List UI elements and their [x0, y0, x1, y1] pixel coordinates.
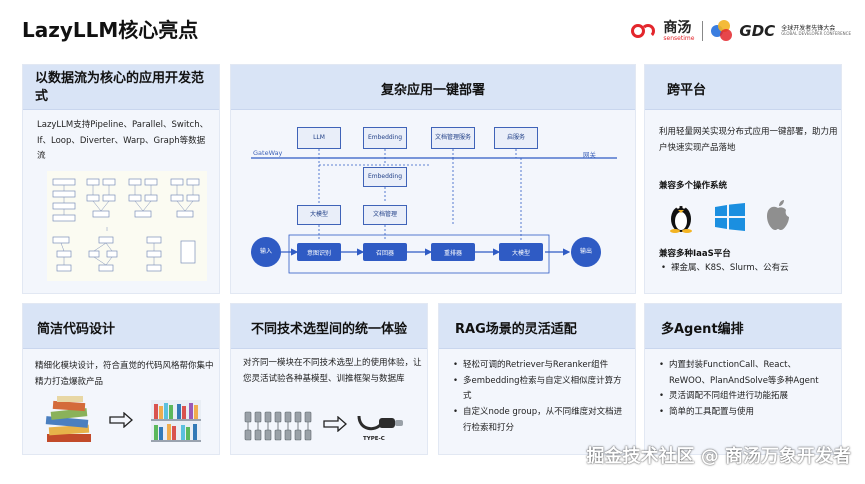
panel-description: 精细化模块设计，符合直觉的代码风格帮你集中精力打造爆款产品	[35, 361, 214, 387]
panel-title: 以数据流为核心的应用开发范式	[35, 71, 205, 104]
flow-llm: 大模型	[499, 243, 543, 261]
panel-code: 简洁代码设计 精细化模块设计，符合直觉的代码风格帮你集中精力打造爆款产品	[22, 303, 220, 455]
panel-title: 复杂应用一键部署	[380, 83, 485, 98]
iaas-list: 裸金属、K8S、Slurm、公有云	[661, 261, 837, 277]
iaas-heading: 兼容多种IaaS平台	[659, 249, 731, 259]
list-item: 裸金属、K8S、Slurm、公有云	[661, 261, 837, 277]
agent-feature-list: 内置封装FunctionCall、React、ReWOO、PlanAndSolv…	[659, 358, 837, 421]
panel-agent: 多Agent编排 内置封装FunctionCall、React、ReWOO、Pl…	[644, 303, 842, 455]
middle-llm: 大模型	[297, 205, 341, 225]
logo-divider	[702, 21, 704, 41]
panel-header	[231, 304, 427, 349]
list-item: 自定义node group，从不同维度对文档进行检索和打分	[453, 405, 629, 436]
book-pile-icon	[45, 396, 91, 442]
sensetime-wordmark: 商汤 sensetime	[663, 19, 695, 42]
panel-title: RAG场景的灵活适配	[455, 322, 577, 337]
panel-description: 对齐同一模块在不同技术选型上的使用体验，让您灵活试验各种基模型、训推框架与数据库	[243, 358, 422, 384]
middle-embedding: Embedding	[363, 167, 407, 187]
dataflow-diagram-thumbnail	[47, 171, 207, 281]
panel-deploy: 复杂应用一键部署 GateWay 网关 LLM Embeddi	[230, 64, 636, 294]
gateway-label: GateWay	[253, 149, 283, 157]
list-item: 简单的工具配置与使用	[659, 405, 837, 421]
apple-icon	[767, 200, 789, 230]
panel-header	[645, 65, 841, 110]
gateway-label-cn: 网关	[583, 151, 596, 159]
panel-header	[231, 65, 635, 110]
panel-crossplatform: 跨平台 利用轻量网关实现分布式应用一键部署，助力用户快速实现产品落地 兼容多个操…	[644, 64, 842, 294]
panel-unified: 不同技术选型间的统一体验 对齐同一模块在不同技术选型上的使用体验，让您灵活试验各…	[230, 303, 428, 455]
panel-header	[23, 65, 219, 110]
panel-header	[645, 304, 841, 349]
watermark: 掘金技术社区 @ 商汤万象开发者	[586, 446, 851, 467]
panel-rag: RAG场景的灵活适配 轻松可调的Retriever与Reranker组件 多em…	[438, 303, 636, 455]
panel-title: 简洁代码设计	[37, 322, 116, 337]
type-c-cable-icon	[357, 415, 403, 431]
os-heading: 兼容多个操作系统	[659, 181, 728, 191]
list-item: 灵活调配不同组件进行功能拓展	[659, 389, 837, 405]
service-doc-manager: 文档管理服务	[431, 127, 475, 149]
bookshelf-icon	[151, 400, 201, 442]
flow-retriever: 召回器	[363, 243, 407, 261]
list-item: 轻松可调的Retriever与Reranker组件	[453, 358, 629, 374]
flow-intent: 意图识别	[297, 243, 341, 261]
list-item: 内置封装FunctionCall、React、ReWOO、PlanAndSolv…	[659, 358, 837, 389]
windows-icon	[715, 203, 745, 231]
panel-title: 不同技术选型间的统一体验	[250, 322, 407, 337]
connectors-icon	[244, 411, 312, 441]
panel-header	[439, 304, 635, 349]
service-llm: LLM	[297, 127, 341, 149]
type-c-label: TYPE-C	[363, 436, 385, 442]
middle-doc-manager: 文档管理	[363, 205, 407, 225]
logo-bar: 商汤 sensetime GDC 全球开发者先锋大会 GLOBAL DEVELO…	[631, 18, 851, 44]
panel-description: LazyLLM支持Pipeline、Parallel、Switch、If、Loo…	[37, 120, 209, 162]
panel-dataflow: 以数据流为核心的应用开发范式 LazyLLM支持Pipeline、Paralle…	[22, 64, 220, 294]
panel-description: 利用轻量网关实现分布式应用一键部署，助力用户快速实现产品落地	[659, 127, 838, 153]
deploy-connectors	[251, 149, 617, 274]
page-title: LazyLLM核心亮点	[22, 18, 199, 42]
panel-header	[23, 304, 219, 349]
service-start: 启服务	[494, 127, 538, 149]
flow-output: 输出	[571, 237, 601, 267]
gdc-wordmark: GDC	[739, 22, 776, 40]
linux-icon	[670, 205, 692, 233]
gdc-logo-icon	[711, 20, 733, 42]
service-embedding: Embedding	[363, 127, 407, 149]
panel-title: 跨平台	[667, 83, 707, 98]
arrow-icon	[109, 412, 133, 428]
flow-input: 输入	[251, 237, 281, 267]
arrow-icon	[323, 416, 347, 432]
rag-feature-list: 轻松可调的Retriever与Reranker组件 多embedding检索与自…	[453, 358, 629, 437]
gdc-subtitle: 全球开发者先锋大会 GLOBAL DEVELOPER CONFERENCE	[781, 24, 851, 37]
sensetime-logo-icon	[631, 23, 657, 39]
list-item: 多embedding检索与自定义相似度计算方式	[453, 374, 629, 405]
panel-title: 多Agent编排	[661, 322, 744, 337]
flow-reranker: 重排器	[431, 243, 475, 261]
